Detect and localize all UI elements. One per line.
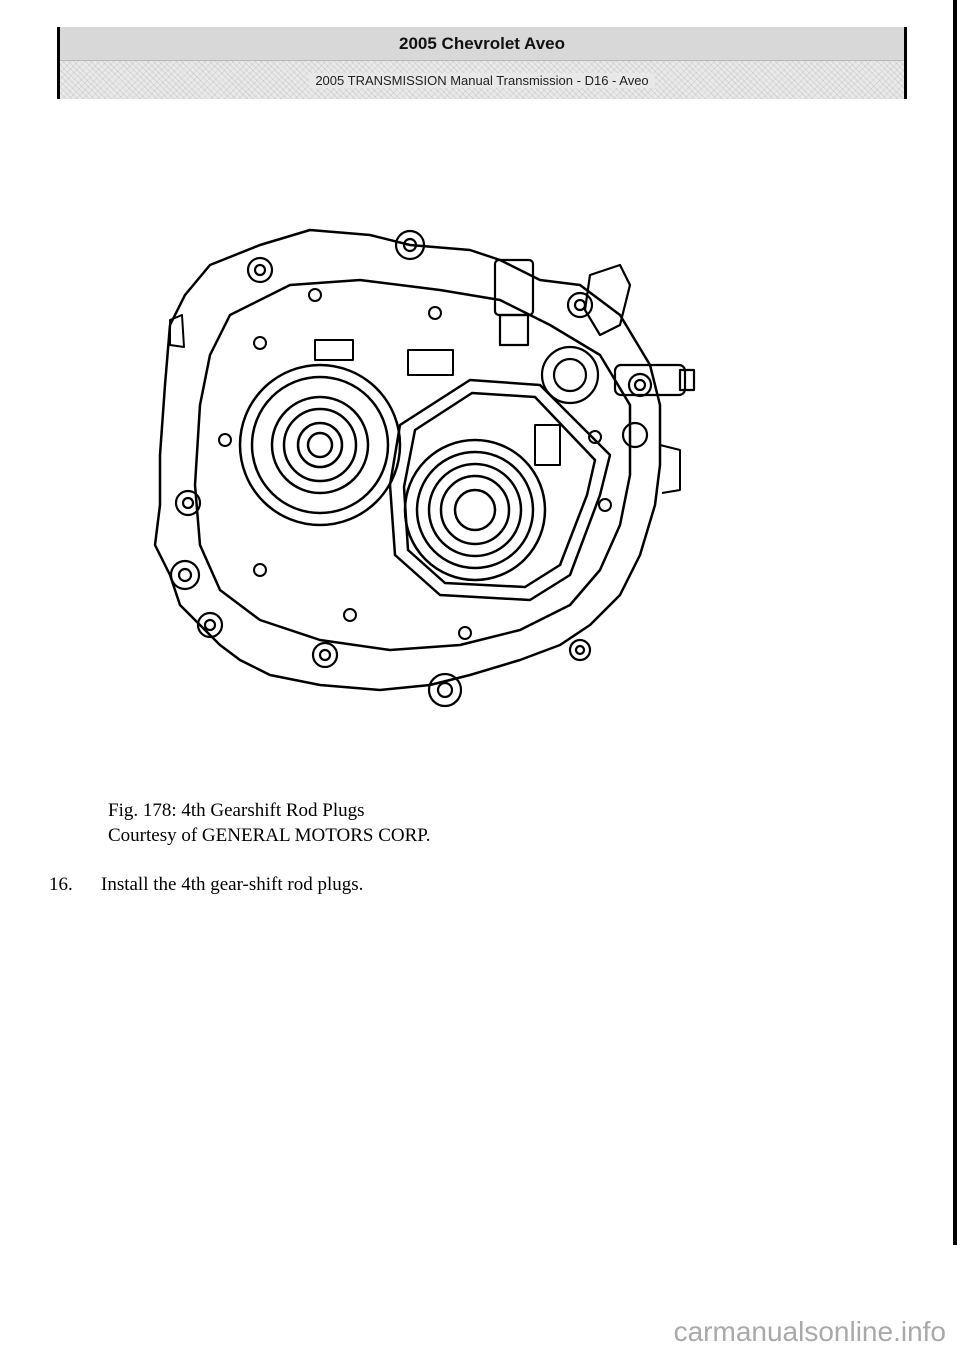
transmission-case-illustration [153,228,696,708]
site-watermark: carmanualsonline.info [673,1316,946,1347]
document-header: 2005 Chevrolet Aveo 2005 TRANSMISSION Ma… [57,27,907,99]
document-title: 2005 Chevrolet Aveo [60,27,904,61]
document-subtitle-bar: 2005 TRANSMISSION Manual Transmission - … [60,61,904,99]
document-subtitle: 2005 TRANSMISSION Manual Transmission - … [309,72,655,88]
figure-caption-credit: Courtesy of GENERAL MOTORS CORP. [108,825,431,846]
procedure-step: 16. Install the 4th gear-shift rod plugs… [49,874,363,896]
figure-caption: Fig. 178: 4th Gearshift Rod Plugs Courte… [108,798,431,848]
figure-caption-title: Fig. 178: 4th Gearshift Rod Plugs [108,800,365,821]
page-border-right [953,0,957,1245]
step-text: Install the 4th gear-shift rod plugs. [101,874,364,895]
step-number: 16. [49,874,73,895]
